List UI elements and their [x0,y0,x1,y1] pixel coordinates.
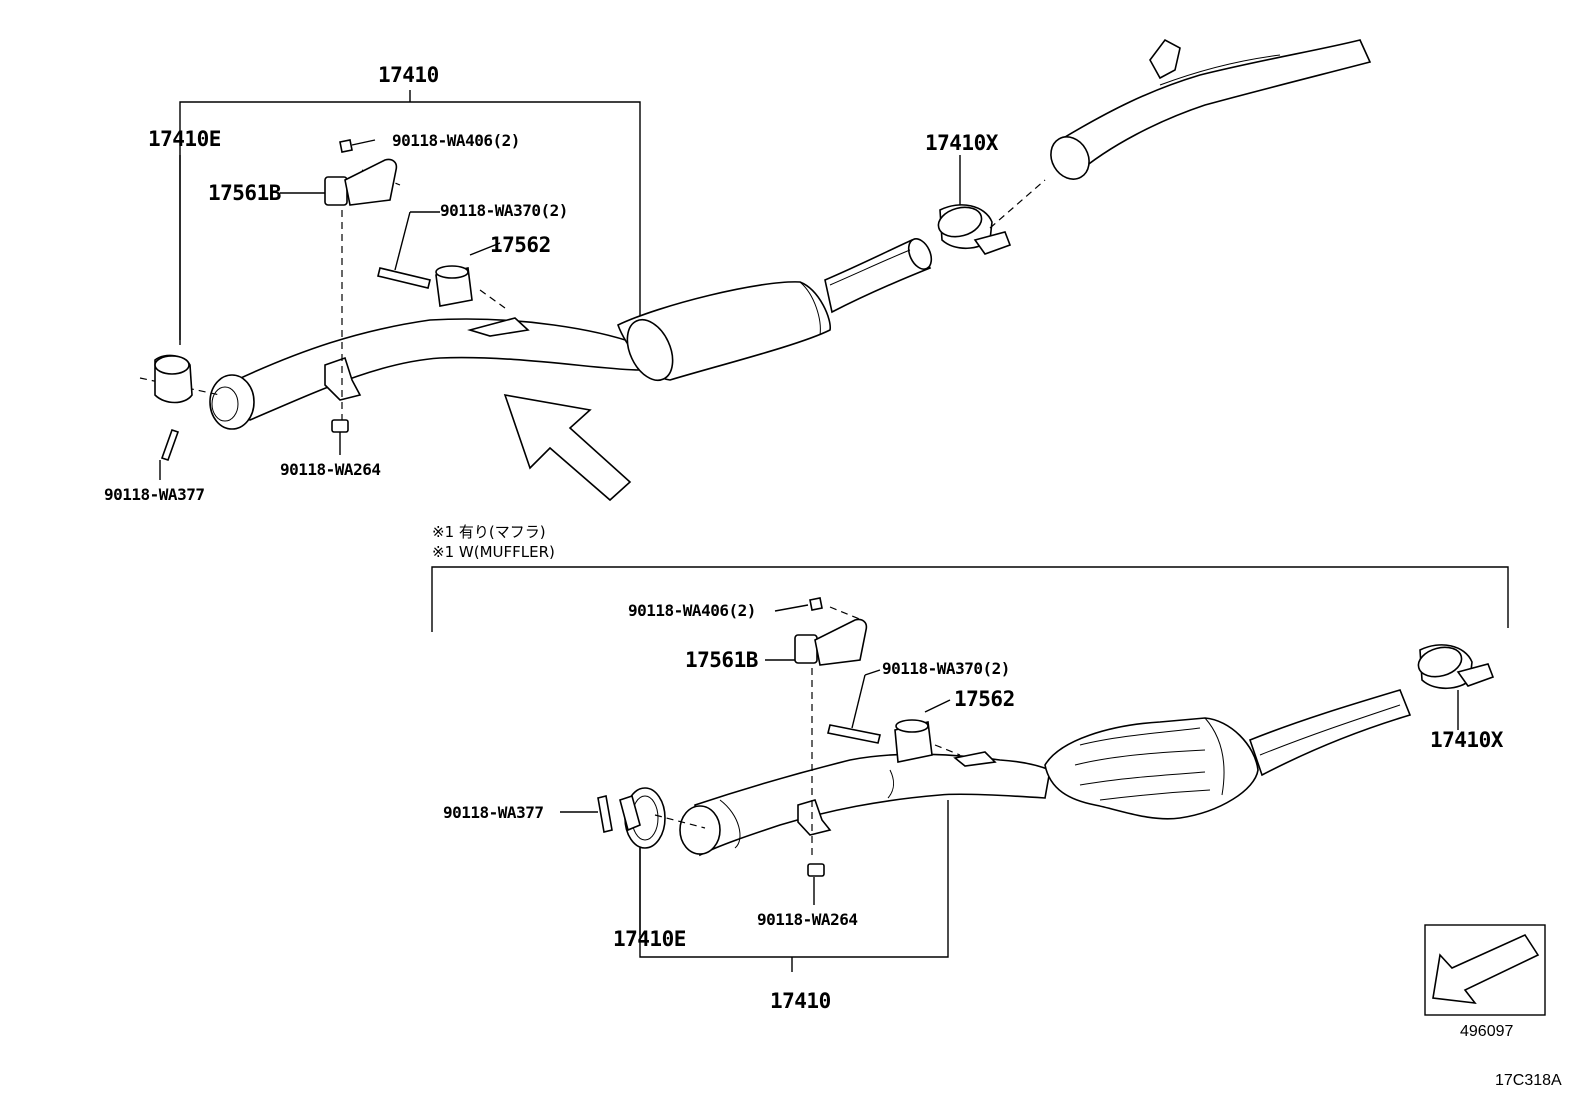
top-bolt-90118-WA377 [160,428,180,462]
bottom-label-bolt-flange: 90118-WA377 [443,803,543,822]
top-bolt-90118-WA370 [377,267,431,289]
direction-indicator-box: 496097 [1424,924,1546,1040]
top-label-gasket: 17410E [148,127,221,151]
top-label-bolt-flange: 90118-WA377 [104,485,204,504]
bottom-label-nut: 90118-WA264 [757,910,857,929]
top-clamp-17410X [937,204,1012,255]
top-label-bolt-bracket: 90118-WA406(2) [392,131,520,150]
top-rear-pipe [1058,39,1372,177]
top-front-pipe [228,318,641,422]
bottom-muffler [1044,717,1259,820]
top-bracket-17561B [324,158,398,206]
direction-box-code: 496097 [1460,1023,1513,1040]
bottom-nut-90118-WA264 [807,863,825,877]
bottom-bracket-17561B [794,618,868,666]
direction-arrow-small [1432,933,1540,1005]
top-label-bracket: 17561B [208,181,281,205]
bottom-label-bolt-bracket: 90118-WA406(2) [628,601,756,620]
bottom-label-bolt-mount: 90118-WA370(2) [882,659,1010,678]
top-pipe-mount-tab [467,317,530,337]
notes: ※1 有り(マフラ) ※1 W(MUFFLER) [432,523,555,561]
bottom-gasket-17410E [619,787,666,849]
top-mount-17562 [435,265,473,307]
top-label-clamp: 17410X [925,131,999,155]
top-rear-hanger [1149,38,1181,80]
bottom-label-bracket: 17561B [685,648,758,672]
bottom-pipe-inlet [679,805,721,855]
top-label-mount: 17562 [490,233,551,257]
note-line-1: ※1 有り(マフラ) [432,523,546,541]
top-pipe-inlet [209,374,255,430]
bottom-label-assembly: 17410 [770,989,831,1013]
bottom-mount-17562 [894,719,933,763]
bottom-pipe-mount-tab [953,751,997,767]
bottom-label-clamp: 17410X [1430,728,1504,752]
figure-code: 17C318A [1495,1072,1562,1089]
bottom-label-mount: 17562 [954,687,1015,711]
top-tail-pipe [824,238,932,314]
top-label-bolt-mount: 90118-WA370(2) [440,201,568,220]
bottom-tail-pipe [1248,689,1412,777]
bottom-assembly: 90118-WA406(2) 17561B 90118-WA370(2) 175… [431,566,1509,1013]
bottom-bolt-90118-WA370 [827,724,881,744]
bottom-clamp-17410X [1417,644,1495,690]
bottom-bolt-90118-WA377 [597,795,613,833]
top-label-nut: 90118-WA264 [280,460,380,479]
top-label-assembly: 17410 [378,63,439,87]
top-bolt-90118-WA406 [339,139,353,153]
top-gasket-17410E [154,354,193,404]
note-line-2: ※1 W(MUFFLER) [432,543,555,561]
bottom-front-pipe [694,753,1051,857]
top-assembly: 17410 17410E 90118-WA406(2) 17561B 90118… [104,38,1372,504]
top-nut-90118-WA264 [331,419,349,433]
bottom-label-gasket: 17410E [613,927,686,951]
direction-arrow-large [503,393,632,502]
bottom-bolt-90118-WA406 [809,597,823,611]
bottom-frame-line [431,566,1509,632]
bottom-pipe-hanger [797,799,832,836]
direction-box-frame [1424,924,1546,1016]
